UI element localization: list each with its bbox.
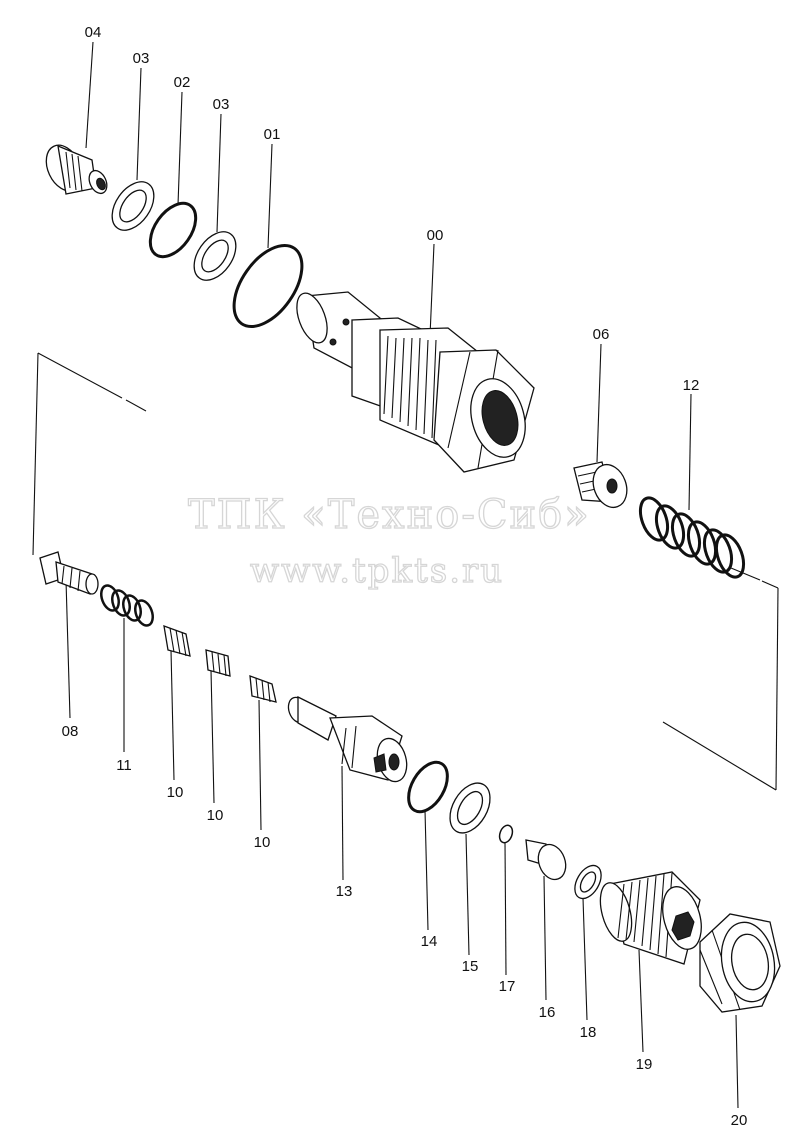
part-10-shim-b [205, 649, 231, 677]
label-08: 08 [62, 723, 79, 740]
label-02: 02 [174, 74, 191, 91]
label-19: 19 [636, 1056, 653, 1073]
label-20: 20 [731, 1112, 748, 1129]
label-06: 06 [593, 326, 610, 343]
label-13: 13 [336, 883, 353, 900]
part-number-labels: 04 03 02 03 01 00 06 12 08 11 10 10 10 1… [62, 24, 748, 1129]
part-11-spring [100, 584, 154, 627]
part-10-shim-c [249, 675, 277, 703]
label-03-b: 03 [213, 96, 230, 113]
part-10-shim-a [163, 625, 191, 657]
part-04-plug [45, 144, 108, 195]
part-01-o-ring [232, 243, 304, 329]
part-14-o-ring [407, 760, 449, 814]
part-02-o-ring [148, 201, 198, 259]
label-14: 14 [421, 933, 438, 950]
part-06-seat [573, 461, 628, 509]
part-20-lock-nut [699, 913, 781, 1013]
label-16: 16 [539, 1004, 556, 1021]
label-17: 17 [499, 978, 516, 995]
watermark-company: ТПК «Техно-Сиб» [188, 492, 591, 538]
watermark-url: www.tpkts.ru [250, 551, 504, 591]
part-18-washer [574, 864, 602, 900]
part-08-plunger [39, 551, 99, 595]
part-03-backup-ring-b [193, 231, 237, 281]
part-16-pin [525, 839, 567, 881]
part-12-spring [638, 496, 746, 579]
part-13-piston [287, 695, 408, 783]
part-17-small-ring [498, 824, 514, 844]
label-18: 18 [580, 1024, 597, 1041]
label-15: 15 [462, 958, 479, 975]
label-01: 01 [264, 126, 281, 143]
part-03-backup-ring-a [111, 181, 155, 231]
part-00-valve-body [296, 291, 535, 473]
leader-lines [65, 41, 739, 1109]
assembly-connector-lines [32, 352, 779, 791]
label-11: 11 [116, 757, 132, 774]
label-10-a: 10 [167, 784, 184, 801]
label-12: 12 [683, 377, 700, 394]
label-10-b: 10 [207, 807, 224, 824]
part-19-adjusting-screw [599, 871, 702, 965]
part-15-backup-ring [449, 782, 491, 834]
label-10-c: 10 [254, 834, 271, 851]
label-04: 04 [85, 24, 102, 41]
label-03-a: 03 [133, 50, 150, 67]
label-00: 00 [427, 227, 444, 244]
